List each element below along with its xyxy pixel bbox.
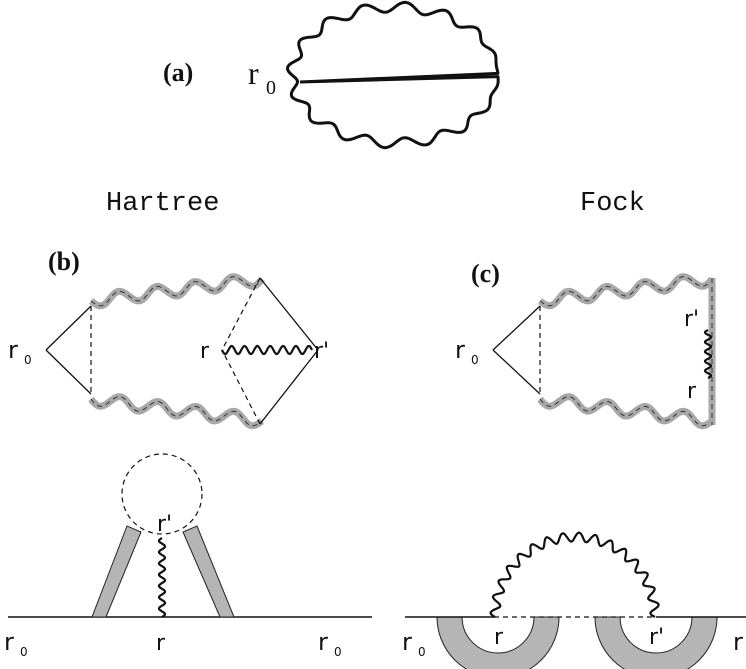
fock-r0-left-subscript: 0: [418, 645, 426, 659]
fock-r0-left-label: r: [402, 628, 412, 656]
hartree-leg-right: [182, 525, 235, 618]
panel-c-origin-label: r: [455, 336, 465, 364]
c-interaction-line: [703, 328, 713, 380]
panel-a-tag: (a): [163, 58, 193, 87]
hartree-r0-right-subscript: 0: [334, 645, 342, 659]
panel-b-rprime-label: r': [314, 339, 329, 364]
dressed-propagator-lower: [88, 393, 265, 430]
fock-r0-right-label: r: [733, 628, 743, 656]
c-dressed-propagator-upper-core: [539, 276, 713, 307]
panel-a-origin-subscript: 0: [266, 77, 276, 99]
c-dressed-propagator-upper: [537, 273, 715, 310]
dashed-line-upper-to-r: [221, 277, 261, 351]
hartree-r0-left-subscript: 0: [20, 645, 28, 659]
hartree-r0-left-label: r: [4, 628, 14, 656]
hartree-leg-left: [91, 525, 142, 618]
panel-c-origin-subscript: 0: [471, 353, 479, 367]
hartree-r0-right-label: r: [318, 628, 328, 656]
dashed-line-lower-to-r: [221, 349, 261, 425]
hartree-r-label: r: [156, 631, 166, 656]
dressed-propagator-upper-core: [90, 276, 263, 307]
panel-c-tag: (c): [471, 259, 500, 288]
panel-b-origin-label: r: [8, 336, 18, 364]
panel-b: (b) r r' r 0: [8, 247, 329, 430]
fock-rprime-label: r': [649, 625, 664, 650]
fock-band-left: [436, 616, 560, 669]
bare-line-lower: [45, 349, 92, 395]
fock-r-label: r: [494, 625, 504, 650]
fock-heading: Fock: [580, 189, 645, 219]
wavy-loop-a: [286, 0, 500, 150]
c-dressed-propagator-lower-core: [539, 396, 713, 427]
panel-a: (a) r 0: [163, 0, 500, 150]
fock-interaction-arc: [489, 531, 660, 618]
interaction-line-r-rprime: [220, 344, 314, 356]
fock-band-right: [594, 616, 718, 669]
dressed-propagator-lower-core: [90, 396, 263, 427]
panel-a-origin-label: r: [248, 55, 259, 91]
panel-b-r-label: r: [200, 339, 210, 364]
panel-c: (c) r' r r 0: [455, 259, 716, 430]
panel-b-tag: (b): [48, 247, 80, 276]
bare-line-upper: [45, 305, 92, 351]
bare-line-right-lower: [259, 349, 319, 425]
hartree-heading: Hartree: [106, 189, 219, 219]
hartree-dashed-loop: [121, 453, 203, 535]
bare-line-right-upper: [259, 277, 319, 351]
lower-hartree-diagram: r' r r 0 r 0: [4, 453, 372, 659]
panel-b-origin-subscript: 0: [24, 353, 32, 367]
hartree-rprime-label: r': [157, 512, 172, 537]
lower-fock-diagram: r r' r 0 r: [402, 531, 746, 669]
c-bare-line-lower: [492, 349, 541, 395]
dressed-propagator-upper: [88, 273, 265, 310]
panel-c-rprime-label: r': [684, 307, 699, 332]
panel-c-r-label: r: [687, 379, 697, 404]
c-bare-line-upper: [492, 305, 541, 351]
hartree-interaction-line: [157, 537, 167, 618]
